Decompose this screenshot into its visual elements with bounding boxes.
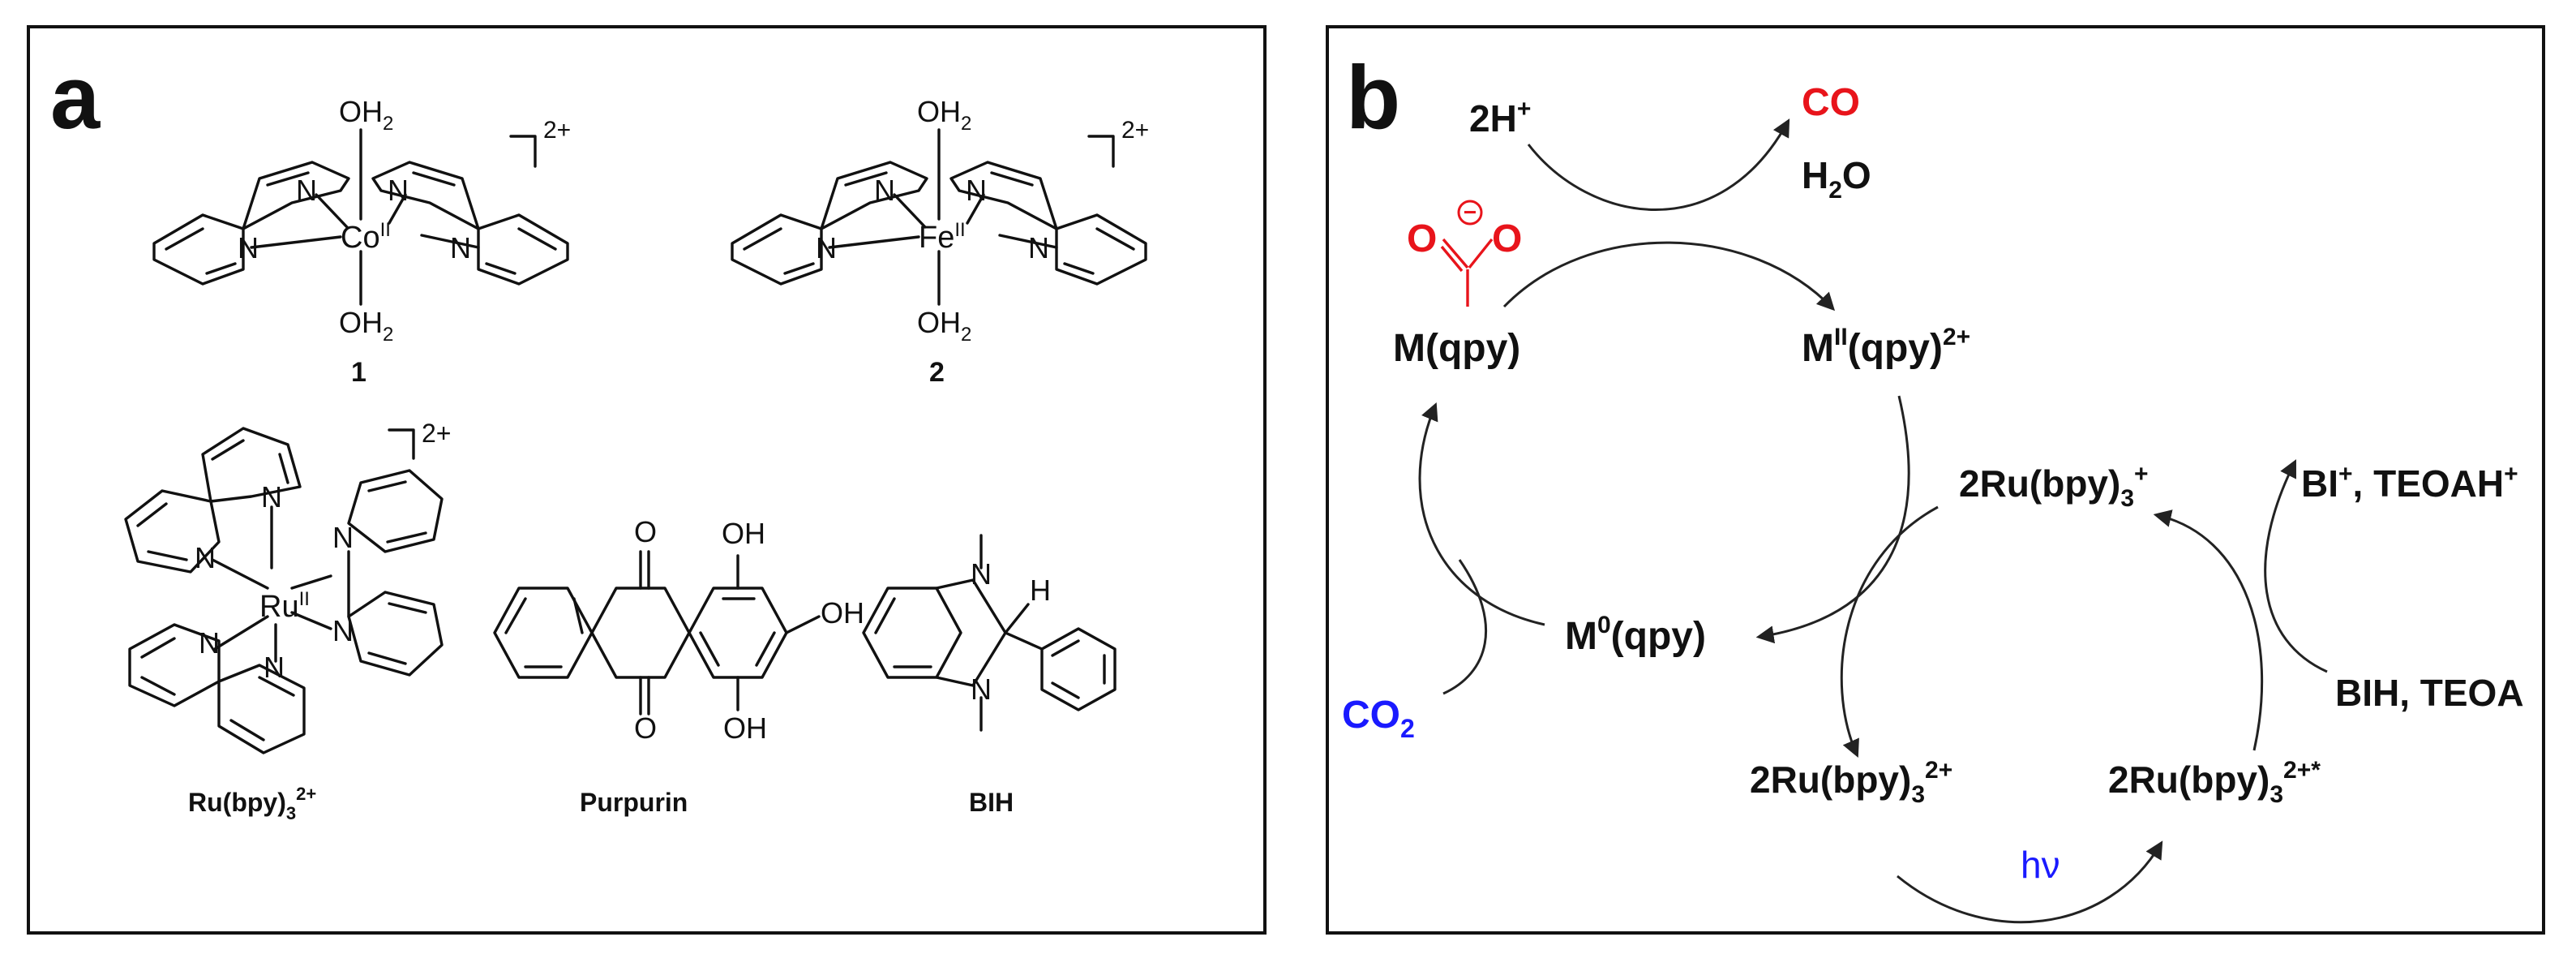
svg-text:N: N [195, 541, 216, 574]
svg-text:N: N [971, 557, 992, 591]
svg-text:OH: OH [821, 596, 864, 630]
bih-structure: N N H BIH [862, 534, 1117, 817]
svg-text:N: N [971, 673, 992, 706]
svg-text:O: O [1492, 217, 1522, 260]
panel-a-label: a [50, 48, 101, 148]
carboxylate-ligand: − O O [1407, 200, 1522, 307]
co2-label: CO2 [1342, 694, 1415, 743]
m0-qpy-label: M0(qpy) [1565, 612, 1706, 658]
svg-text:OH2: OH2 [917, 95, 971, 135]
ru-charge: 2+ [422, 419, 451, 448]
bih-teoa-label: BIH, TEOA [2335, 672, 2524, 714]
svg-text:N: N [332, 614, 354, 647]
svg-text:OH2: OH2 [339, 306, 393, 346]
complex-1-charge: 2+ [543, 117, 571, 144]
svg-text:N: N [199, 626, 220, 660]
hv-label: hν [2021, 844, 2060, 886]
svg-text:OH2: OH2 [917, 306, 971, 346]
svg-text:O: O [634, 711, 657, 745]
svg-text:N: N [261, 480, 282, 514]
ru-excited-label: 2Ru(bpy)32+* [2108, 757, 2321, 808]
ru-bpy-label: Ru(bpy)32+ [188, 784, 316, 823]
co-label: CO [1802, 81, 1860, 124]
panel-a-frame [27, 25, 1267, 935]
ring [477, 213, 569, 286]
ru-2plus-label: 2Ru(bpy)32+ [1750, 757, 1952, 808]
h-plus-label: 2H+ [1469, 96, 1531, 140]
ring [242, 161, 350, 230]
svg-text:N: N [238, 231, 259, 264]
m2-qpy-label: MII(qpy)2+ [1802, 324, 1970, 370]
bi-teoah-label: BI+, TEOAH+ [2301, 461, 2518, 505]
complex-2-label: 2 [929, 357, 945, 388]
svg-text:OH: OH [722, 517, 765, 550]
complex-1-structure: OH2 N N N N CoII OH2 2+ 1 [152, 95, 571, 388]
arrow-excited-to-ru-plus [2153, 509, 2264, 751]
svg-text:N: N [450, 231, 471, 264]
svg-text:−: − [1464, 200, 1477, 225]
bih-label: BIH [969, 788, 1014, 817]
svg-text:N: N [816, 231, 837, 264]
svg-text:N: N [332, 521, 354, 554]
arrow-m2-to-m0 [1755, 395, 1910, 644]
ru-bpy-structure: N N N N N N RuII 2+ Ru(bpy)32+ [124, 419, 451, 823]
arrow-mqpy-to-m2 [1502, 241, 1836, 312]
svg-text:H: H [1030, 574, 1051, 607]
svg-text:RuII: RuII [259, 588, 310, 624]
svg-text:CoII: CoII [341, 219, 391, 255]
ru-plus-label: 2Ru(bpy)3+ [1959, 461, 2149, 512]
panel-b-frame [1326, 25, 2545, 935]
complex-2-structure: OH2 N N N N FeII OH2 2+ 2 [731, 95, 1149, 388]
arrow-bih-to-bi [2264, 459, 2328, 673]
complex-2-charge: 2+ [1121, 117, 1149, 144]
complex-1-label: 1 [351, 357, 366, 388]
panel-b: b 2H+ CO H2O − O O M(qpy) MII(qpy)2+ M0(… [1326, 25, 2545, 935]
arrow-ru-plus-to-ru2 [1840, 505, 1939, 759]
svg-text:N: N [296, 174, 317, 207]
svg-text:N: N [388, 174, 409, 207]
panel-a: a [27, 25, 1267, 935]
svg-text:N: N [966, 174, 987, 207]
panel-b-label: b [1346, 48, 1400, 148]
svg-text:FeII: FeII [919, 219, 966, 255]
svg-text:O: O [634, 515, 657, 548]
ring [152, 213, 245, 286]
svg-text:OH2: OH2 [339, 95, 393, 135]
svg-text:N: N [874, 174, 895, 207]
m-qpy-label: M(qpy) [1393, 327, 1520, 370]
arrow-m0-to-mqpy [1418, 402, 1545, 626]
arrow-h-plus-to-co [1527, 118, 1790, 211]
purpurin-label: Purpurin [580, 788, 688, 817]
svg-text:OH: OH [723, 711, 767, 745]
svg-text:O: O [1407, 217, 1437, 260]
svg-text:N: N [264, 651, 285, 684]
h2o-label: H2O [1802, 154, 1871, 204]
svg-text:N: N [1028, 231, 1049, 264]
purpurin-structure: O O OH OH OH Purpurin [493, 515, 864, 817]
arrow-hv [1897, 840, 2163, 924]
arrow-co2-to-mqpy [1442, 559, 1488, 695]
